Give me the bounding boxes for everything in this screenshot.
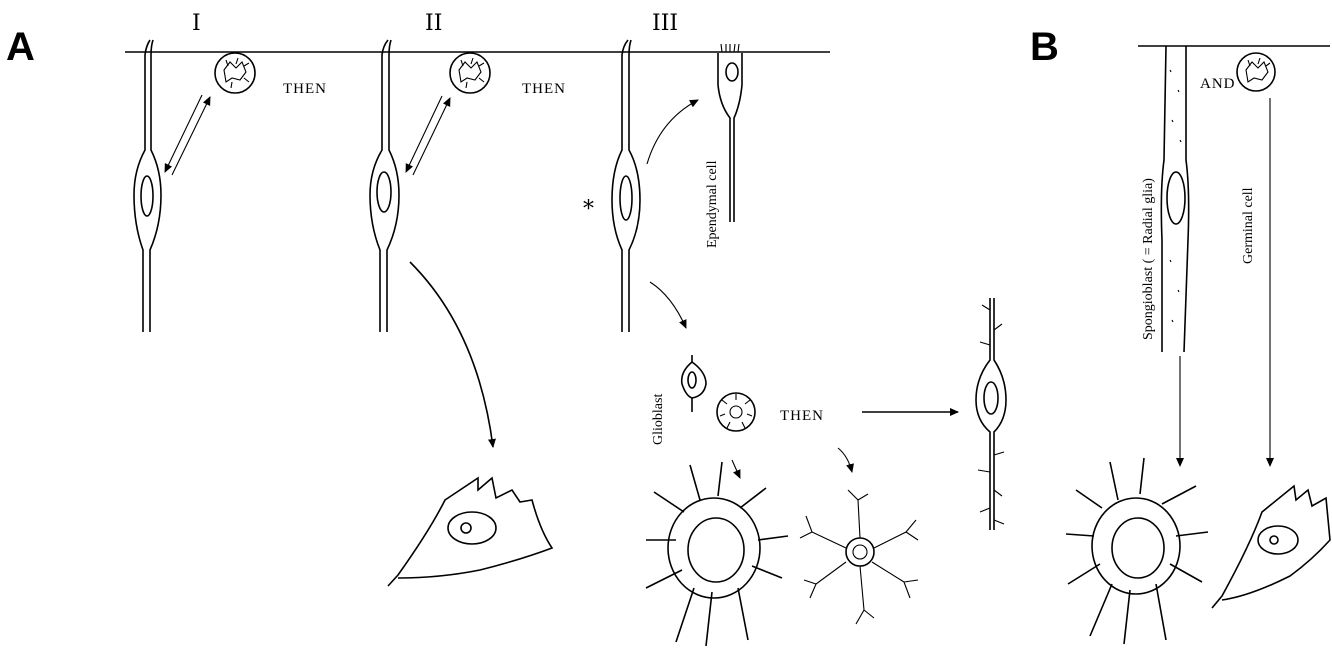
- stage-two-arrow-down: [406, 96, 442, 172]
- glioblast-arrow: [650, 282, 686, 328]
- stage-two-bipolar-cell: [370, 40, 399, 332]
- ependymal-cell: [718, 44, 742, 222]
- oligodendrocyte-cell: [976, 298, 1006, 530]
- protoplasmic-astrocyte-b: [1066, 458, 1208, 644]
- germinal-dividing-cell: [1237, 53, 1275, 91]
- stage-three-label: III: [652, 11, 678, 36]
- and-label: AND: [1200, 76, 1236, 92]
- glioblast-cell: [682, 355, 706, 412]
- stage-one-arrow-up: [172, 97, 210, 175]
- microglia-arrow: [838, 448, 852, 472]
- microglia-cell: [800, 490, 918, 624]
- spongioblast-label: Spongioblast ( = Radial glia): [1141, 178, 1156, 340]
- stage-one-arrow-down: [165, 95, 202, 172]
- stage-one-dividing-cell: [215, 53, 255, 93]
- asterisk-mark: *: [583, 197, 594, 222]
- stage-two-arrow-up: [413, 98, 450, 175]
- neuron-arrow: [410, 262, 493, 447]
- panel-b-label: B: [1030, 25, 1059, 69]
- stage-three-dividing-cell: [717, 393, 755, 431]
- spongioblast-radial-glia: [1161, 46, 1188, 352]
- ependymal-label: Ependymal cell: [705, 160, 720, 248]
- panel-a-label: A: [6, 25, 35, 69]
- stage-one-bipolar-cell: [134, 40, 161, 332]
- then-label-3: THEN: [780, 408, 824, 424]
- then-label-1: THEN: [283, 81, 327, 97]
- stage-one-label: I: [192, 11, 201, 36]
- astrocyte-arrow-a: [732, 460, 740, 478]
- neuron-cell-b: [1212, 486, 1330, 608]
- stage-three-bipolar-cell: [612, 40, 640, 332]
- germinal-cell-label: Germinal cell: [1241, 187, 1256, 264]
- neuron-cell: [388, 478, 552, 586]
- ependymal-arrow: [647, 100, 698, 164]
- glioblast-label: Glioblast: [651, 394, 666, 445]
- protoplasmic-astrocyte-a: [646, 462, 788, 646]
- stage-two-dividing-cell: [450, 53, 490, 93]
- stage-two-label: II: [425, 11, 442, 36]
- then-label-2: THEN: [522, 81, 566, 97]
